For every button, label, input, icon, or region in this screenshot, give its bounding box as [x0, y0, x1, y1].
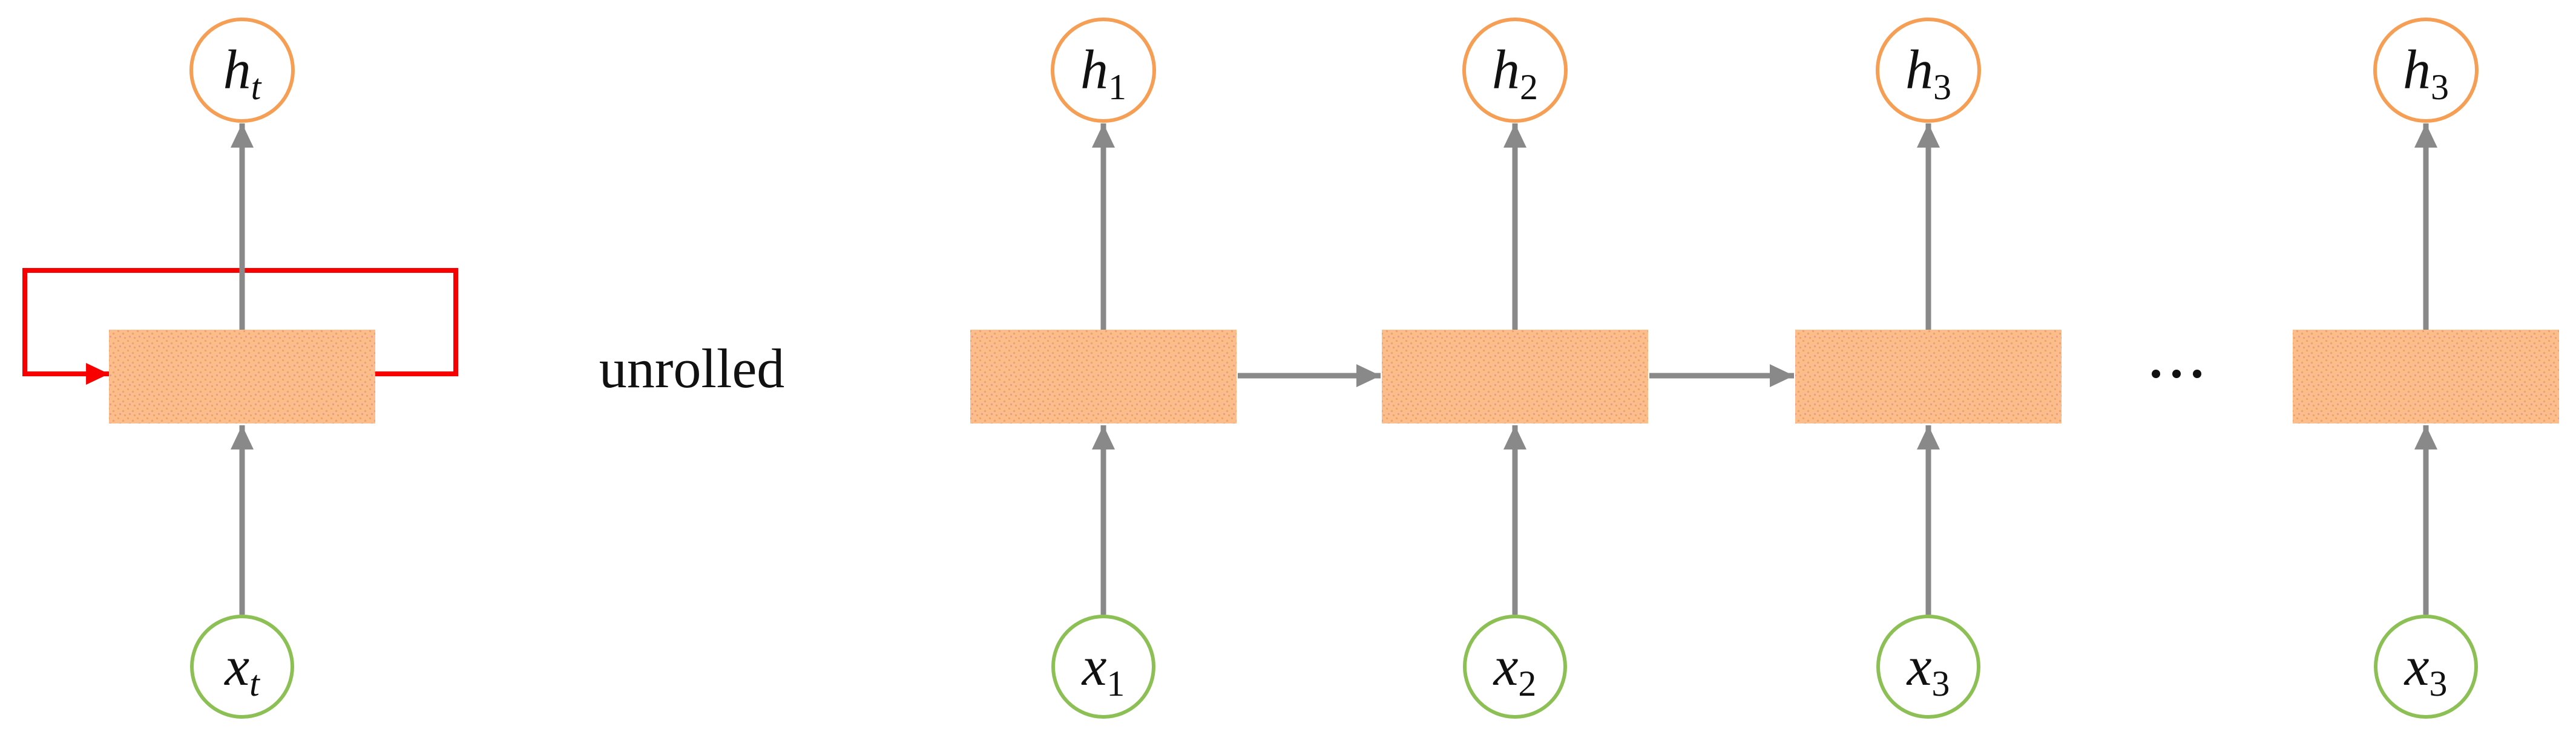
node-h-t: [189, 18, 295, 123]
node-label-subscript: 2: [1518, 664, 1536, 704]
node-label-subscript: 2: [1520, 67, 1538, 107]
node-label-main: x: [2404, 635, 2430, 697]
cell-4: [2293, 330, 2559, 423]
node-h-3-last: [2373, 18, 2479, 123]
node-label-main: h: [223, 39, 251, 100]
node-h-1: [1051, 18, 1156, 123]
node-x-2: [1463, 615, 1567, 719]
node-label-x-3-last: x3: [2404, 635, 2448, 704]
ellipsis-dot-3: [2193, 370, 2201, 378]
unrolled-label: unrolled: [599, 338, 785, 399]
node-label-subscript: 3: [1933, 67, 1951, 107]
node-label-x-1: x1: [1081, 635, 1125, 704]
node-x-3-last: [2374, 615, 2478, 719]
ellipsis-dot-2: [2172, 370, 2181, 378]
node-label-main: x: [1906, 635, 1932, 697]
node-label-subscript: 3: [2429, 664, 2447, 704]
cells-layer: [109, 330, 2559, 423]
node-label-h-3: h3: [1905, 39, 1951, 107]
node-label-x-3: x3: [1906, 635, 1950, 704]
cell-recurrent: [109, 330, 375, 423]
node-label-x-2: x2: [1493, 635, 1537, 704]
node-label-subscript: 3: [2431, 67, 2449, 107]
cell-3: [1795, 330, 2062, 423]
node-label-main: h: [2403, 39, 2431, 100]
node-label-h-1: h1: [1080, 39, 1126, 107]
node-label-h-2: h2: [1492, 39, 1538, 107]
cell-1: [970, 330, 1237, 423]
node-label-subscript: 1: [1108, 67, 1126, 107]
node-label-subscript: 1: [1106, 664, 1125, 704]
node-label-h-t: ht: [223, 39, 262, 107]
node-label-subscript: t: [249, 664, 260, 704]
node-label-main: h: [1905, 39, 1933, 100]
node-h-2: [1462, 18, 1568, 123]
node-label-main: x: [223, 635, 249, 697]
ellipsis-dot-1: [2152, 370, 2160, 378]
node-label-main: x: [1081, 635, 1107, 697]
node-label-x-t: xt: [223, 635, 260, 704]
node-x-t: [190, 615, 294, 719]
node-x-1: [1051, 615, 1155, 719]
node-x-3: [1876, 615, 1980, 719]
cell-2: [1382, 330, 1648, 423]
node-label-main: x: [1493, 635, 1519, 697]
ellipsis: [2152, 370, 2201, 378]
node-h-3: [1876, 18, 1981, 123]
node-label-main: h: [1080, 39, 1108, 100]
arrows-layer: [231, 123, 2437, 615]
node-label-main: h: [1492, 39, 1520, 100]
node-label-subscript: 3: [1931, 664, 1950, 704]
node-label-subscript: t: [251, 67, 262, 107]
node-label-h-3-last: h3: [2403, 39, 2449, 107]
